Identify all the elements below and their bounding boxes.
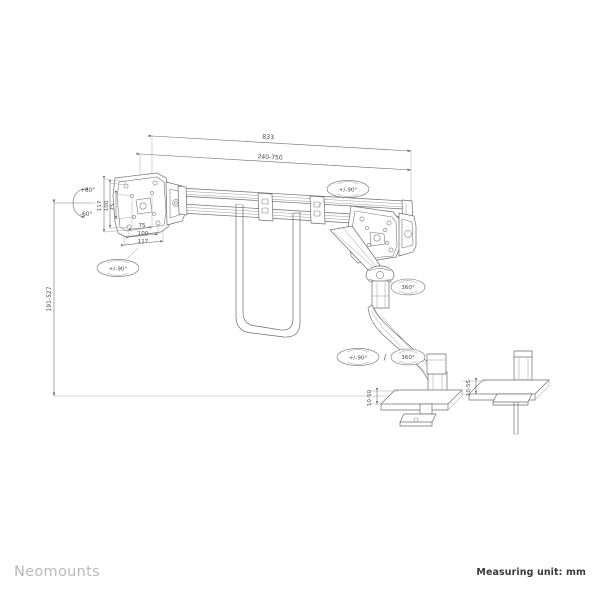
dimension-240-750-label: 240-750 — [257, 153, 283, 161]
dimension-vesa-75-v: 75 — [110, 203, 116, 211]
dimension-10-55-label: 10-55 — [466, 379, 472, 396]
screen-rotation-annotation: +/-90° — [96, 247, 140, 277]
tilt-annotation: +60° -60° — [55, 187, 95, 219]
crossbar-swivel-annotation: +/-90° — [317, 180, 370, 207]
dimension-vesa-117-v: 117 — [97, 200, 103, 211]
cable-management-loop — [235, 203, 301, 338]
base-rotation-annotation: +/-90° / 360° — [336, 348, 426, 366]
base-swivel-label: +/-90° — [349, 355, 368, 361]
joint-rotation-label: 360° — [401, 285, 415, 291]
joint-rotation-annotation: 360° — [385, 278, 426, 296]
left-vesa-plate — [112, 172, 186, 238]
dimension-grommet-thickness: 10-55 — [462, 378, 486, 396]
dimension-vesa-100-v: 100 — [104, 200, 110, 211]
desk-clamp-assembly — [380, 389, 463, 427]
screen-rotation-label: +/-90° — [109, 266, 128, 272]
base-annotation-separator: / — [384, 353, 387, 362]
tilt-down-label: -60° — [80, 212, 92, 218]
dimension-vesa-75-h: 75 — [138, 223, 146, 229]
base-column-clamp — [426, 353, 448, 394]
dimension-vesa-vertical: 117 100 75 — [97, 176, 135, 233]
dimension-10-50-label: 10-50 — [367, 389, 373, 406]
grommet-mount-assembly — [468, 350, 550, 435]
dimension-vesa-100-h: 100 — [138, 231, 149, 237]
dimension-vesa-117-h: 117 — [138, 239, 149, 245]
vertical-post — [371, 280, 390, 309]
right-vesa-plate — [329, 205, 417, 285]
dimension-833-label: 833 — [262, 134, 274, 142]
dimension-clamp-thickness: 10-50 — [367, 388, 398, 406]
dimension-vesa-horizontal: 75 100 117 — [120, 195, 164, 247]
dimension-191-527-label: 191-527 — [46, 286, 53, 311]
crossbar-swivel-label: +/-90° — [339, 187, 358, 193]
tilt-up-label: +60° — [80, 188, 95, 194]
base-rotation-label: 360° — [401, 355, 415, 361]
